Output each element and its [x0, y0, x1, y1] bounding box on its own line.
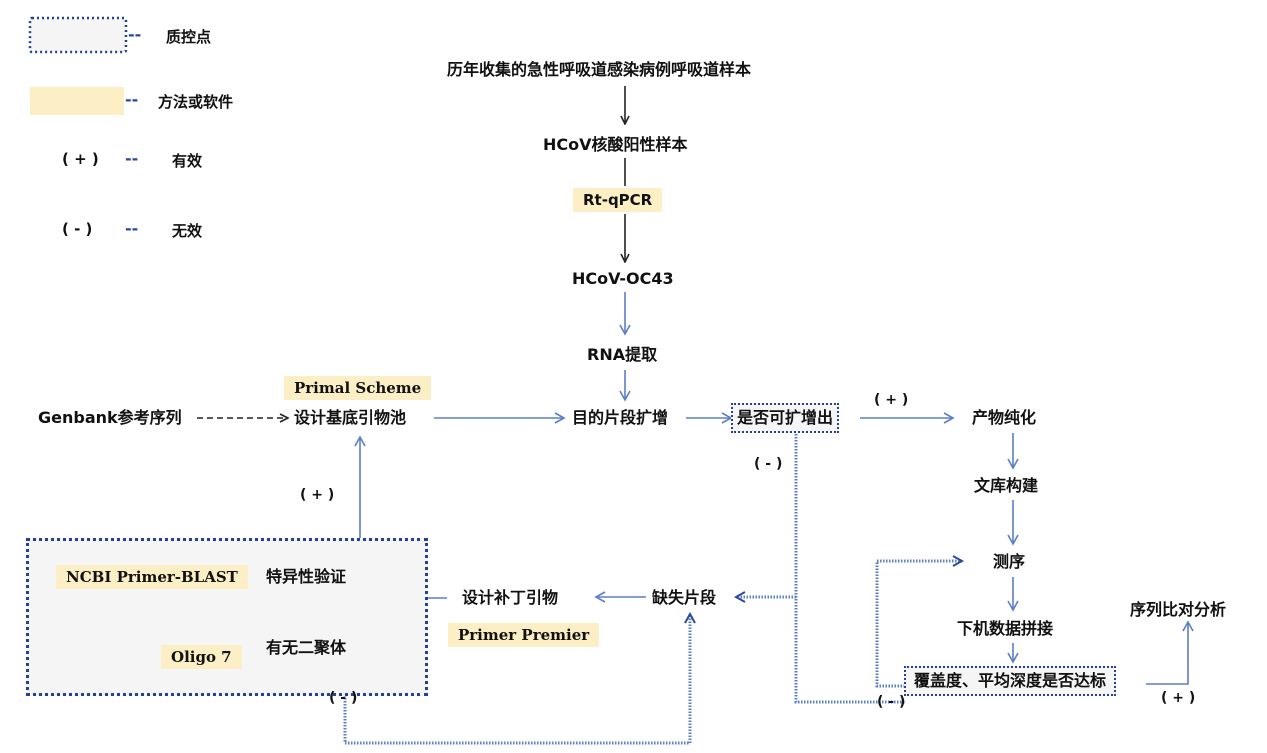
- node-genbank: Genbank参考序列: [38, 408, 182, 427]
- node-sequencing: 测序: [993, 552, 1026, 571]
- legend-method-label: 方法或软件: [158, 93, 234, 111]
- node-missing-fragments: 缺失片段: [652, 588, 717, 607]
- tool-ncbi-primer-blast: NCBI Primer-BLAST: [56, 565, 248, 589]
- edge-qc2-analysis: [1146, 620, 1194, 685]
- tool-primer-premier: Primer Premier: [448, 623, 600, 647]
- node-specificity-check: 特异性验证: [266, 567, 347, 586]
- node-hcov-oc43: HCoV-OC43: [572, 269, 674, 288]
- edge-box-missing: [343, 614, 690, 745]
- sign-box-positive: ( + ): [300, 487, 335, 503]
- legend-positive-dash: --: [125, 149, 139, 168]
- sign-qc2-positive: ( + ): [1161, 690, 1196, 706]
- node-samples: 历年收集的急性呼吸道感染病例呼吸道样本: [447, 60, 752, 79]
- tool-oligo7: Oligo 7: [161, 645, 242, 669]
- tool-rt-qpcr: Rt-qPCR: [573, 188, 663, 212]
- legend-negative-label: 无效: [172, 222, 203, 240]
- node-alignment-analysis: 序列比对分析: [1130, 600, 1227, 619]
- legend-negative-dash: --: [125, 219, 139, 238]
- sign-box-negative: ( - ): [329, 690, 358, 706]
- node-dimer-check: 有无二聚体: [266, 638, 347, 657]
- edge-qc1-neg: [794, 434, 905, 704]
- qc-primer-validation-box: [26, 538, 428, 696]
- qc-coverage-depth: 覆盖度、平均深度是否达标: [904, 666, 1117, 696]
- tool-primal-scheme: Primal Scheme: [284, 376, 432, 400]
- edge-qc2-resequence: [875, 561, 962, 688]
- node-positive-samples: HCoV核酸阳性样本: [543, 135, 688, 154]
- node-rna-extraction: RNA提取: [587, 345, 658, 364]
- qc-amplifiable: 是否可扩增出: [731, 403, 840, 433]
- node-primer-pool: 设计基底引物池: [294, 408, 407, 427]
- node-assembly: 下机数据拼接: [957, 619, 1054, 638]
- legend-positive-label: 有效: [172, 152, 203, 170]
- legend-qc-dash: --: [128, 25, 142, 44]
- legend-qc-swatch: [28, 16, 128, 54]
- node-purification: 产物纯化: [972, 408, 1037, 427]
- legend-qc-label: 质控点: [166, 28, 212, 46]
- legend-negative-sign: ( - ): [62, 220, 93, 238]
- sign-qc1-positive: ( + ): [874, 392, 909, 408]
- legend-method-swatch: [30, 87, 124, 115]
- legend-positive-sign: ( + ): [62, 150, 99, 168]
- node-patch-primers: 设计补丁引物: [462, 588, 559, 607]
- legend-method-dash: --: [125, 90, 139, 109]
- node-library: 文库构建: [974, 476, 1039, 495]
- node-amplification: 目的片段扩增: [572, 408, 669, 427]
- sign-qc2-negative: ( - ): [877, 694, 906, 710]
- sign-qc1-negative: ( - ): [754, 456, 783, 472]
